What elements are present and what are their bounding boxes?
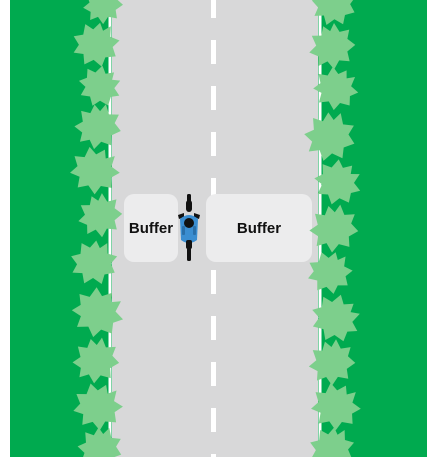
center-dash (211, 408, 216, 432)
buffer-label-left: Buffer (129, 220, 173, 237)
center-dash (211, 40, 216, 64)
center-dash (211, 86, 216, 110)
center-dash (211, 362, 216, 386)
center-dash (211, 270, 216, 294)
center-dash (211, 316, 216, 340)
center-dash (211, 0, 216, 18)
center-dash (211, 132, 216, 156)
buffer-zone-right: Buffer (206, 194, 312, 262)
buffer-label-right: Buffer (237, 220, 281, 237)
buffer-zone-left: Buffer (124, 194, 178, 262)
